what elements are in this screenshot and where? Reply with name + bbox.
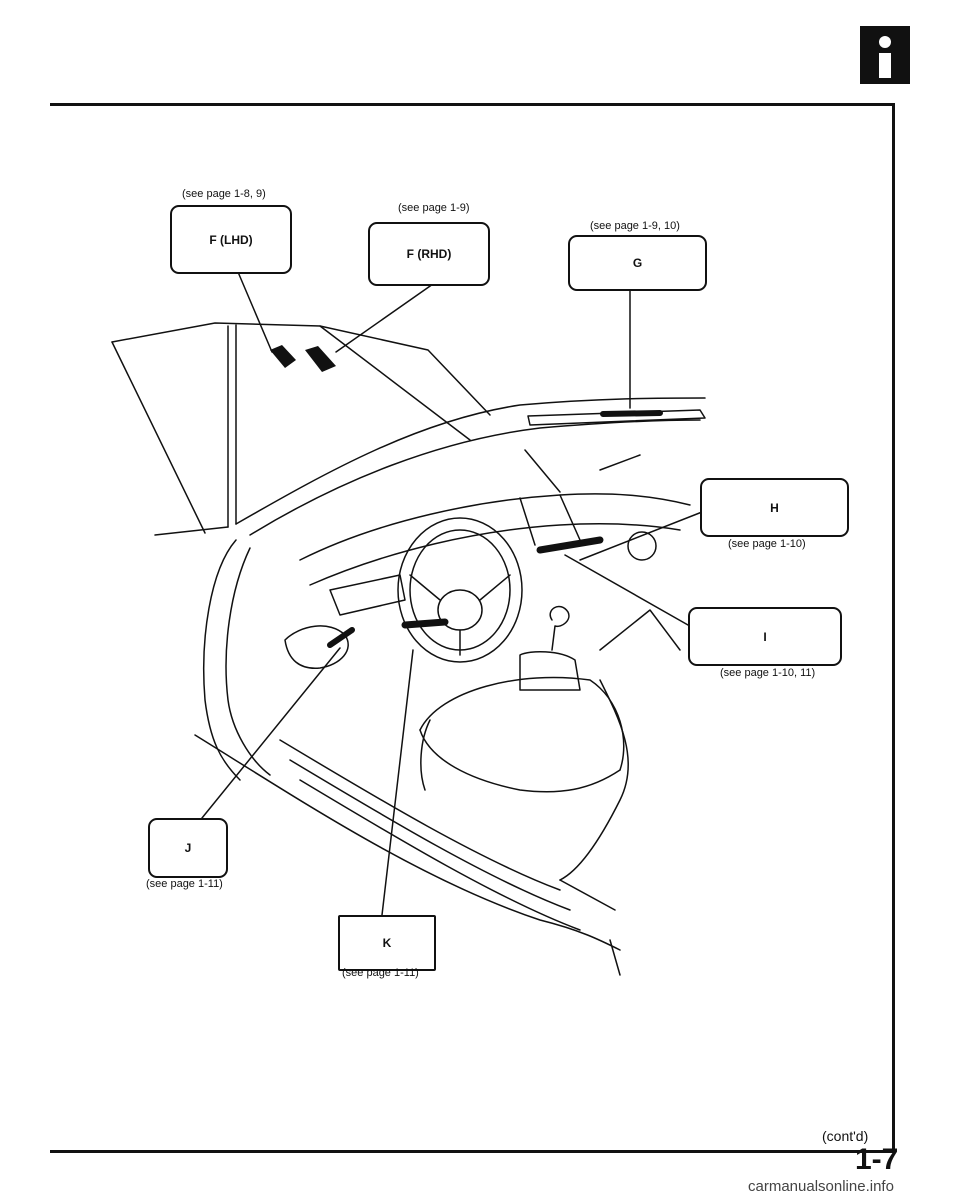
f-lhd-reference: (see page 1-8, 9) bbox=[182, 188, 266, 200]
j-reference: (see page 1-11) bbox=[146, 878, 223, 890]
g-callout: G bbox=[568, 235, 707, 291]
f-rhd-callout: F (RHD) bbox=[368, 222, 490, 286]
g-reference: (see page 1-9, 10) bbox=[590, 220, 680, 232]
right-frame-rule bbox=[892, 103, 895, 1153]
f-lhd-callout: F (LHD) bbox=[170, 205, 292, 274]
h-callout: H bbox=[700, 478, 849, 537]
i-callout: I bbox=[688, 607, 842, 666]
watermark: carmanualsonline.info bbox=[748, 1178, 894, 1195]
i-reference: (see page 1-10, 11) bbox=[720, 667, 816, 679]
info-icon bbox=[860, 26, 910, 84]
k-reference: (see page 1-11) bbox=[342, 967, 419, 979]
j-callout: J bbox=[148, 818, 228, 878]
footer-rule bbox=[50, 1150, 895, 1153]
page-number: 1-7 bbox=[855, 1143, 899, 1176]
header-rule bbox=[50, 103, 895, 106]
f-rhd-reference: (see page 1-9) bbox=[398, 202, 470, 214]
k-callout: K bbox=[338, 915, 436, 971]
continued-label: (cont'd) bbox=[822, 1128, 869, 1144]
h-reference: (see page 1-10) bbox=[728, 538, 806, 550]
